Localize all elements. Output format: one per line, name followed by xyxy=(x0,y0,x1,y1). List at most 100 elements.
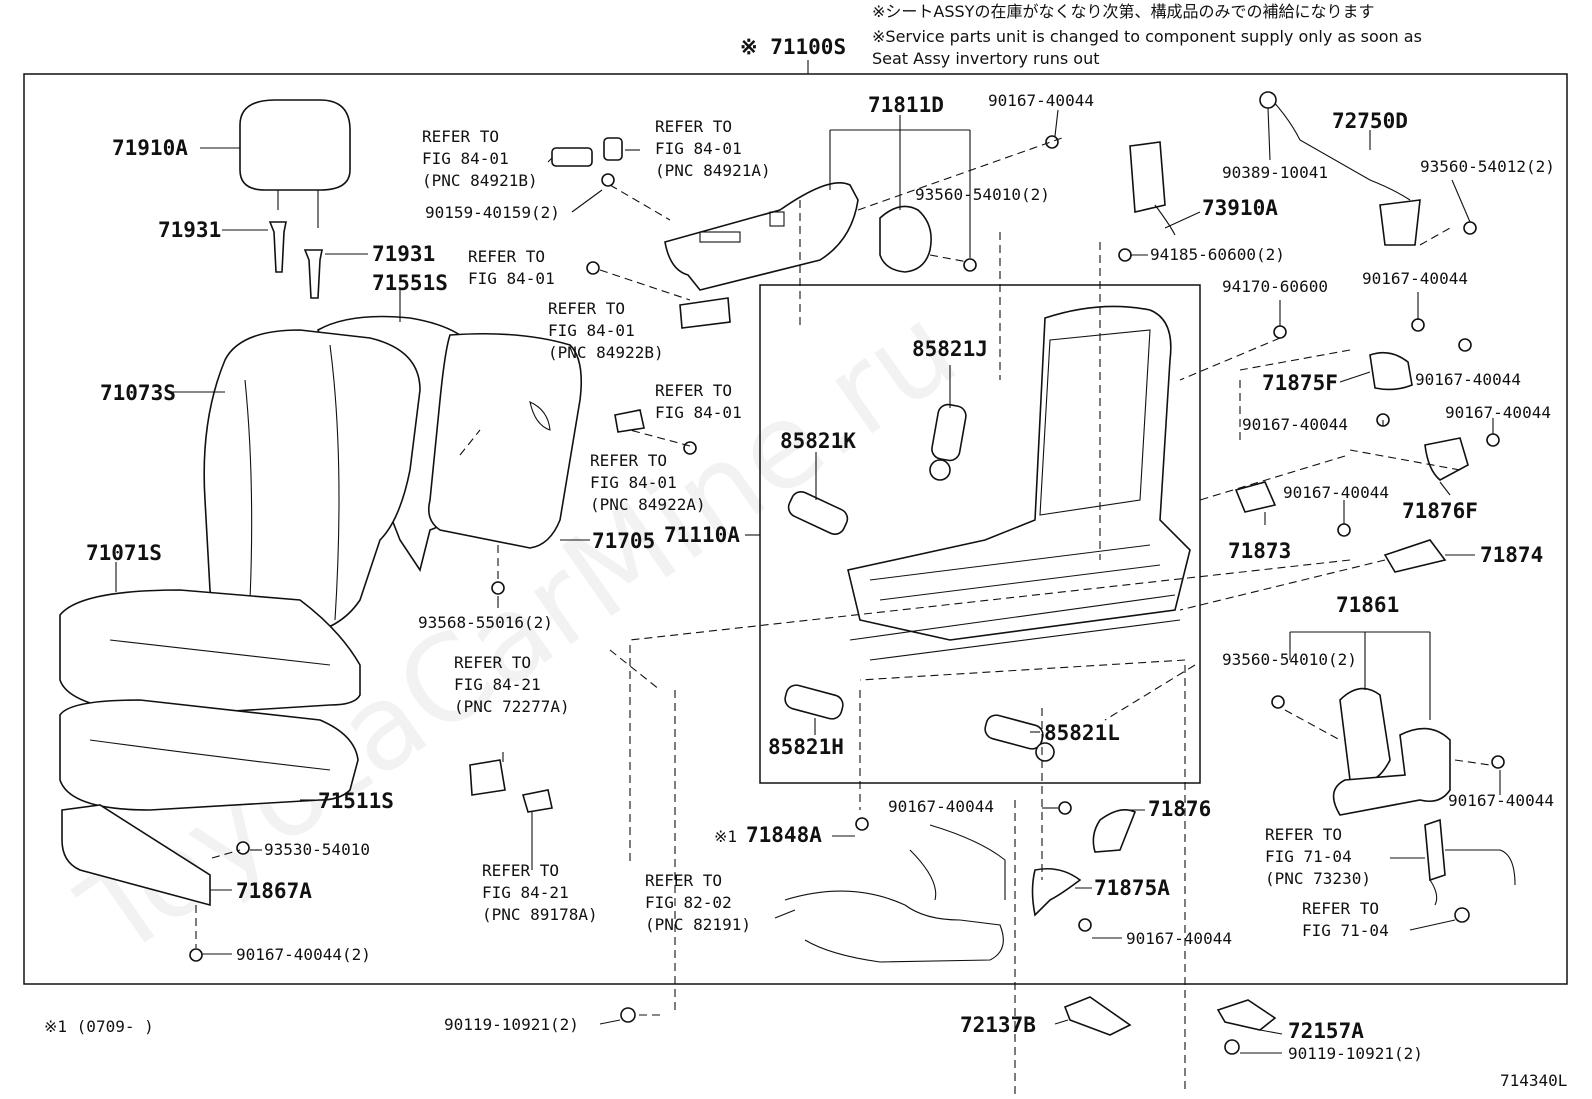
label-90119-10921-l: 90119-10921(2) xyxy=(444,1015,579,1034)
ref-72277A-l2: FIG 84-21 xyxy=(454,675,541,694)
connector-72277A-part xyxy=(469,759,506,796)
assembly-label: ※ 71100S xyxy=(740,35,846,59)
bracket-71875F-part xyxy=(1369,351,1413,391)
label-90167-40044-top: 90167-40044 xyxy=(988,91,1094,110)
ref-84922A-l3: (PNC 84922A) xyxy=(590,495,706,514)
ref-84-01-b-l1: REFER TO xyxy=(655,381,732,400)
ref-89178A-l2: FIG 84-21 xyxy=(482,883,569,902)
label-94170-60600: 94170-60600 xyxy=(1222,277,1328,296)
assembly-frame xyxy=(23,73,1568,985)
label-90167-40044-r6: 90167-40044 xyxy=(1448,791,1554,810)
label-71848A-mark: ※1 xyxy=(714,827,737,846)
label-71875F: 71875F xyxy=(1262,371,1338,395)
label-90167-40044-r5: 90167-40044 xyxy=(1283,483,1389,502)
label-94185-60600: 94185-60600(2) xyxy=(1150,245,1285,264)
label-93530-54010: 93530-54010 xyxy=(264,840,370,859)
cable-part xyxy=(1259,91,1421,246)
label-72750D: 72750D xyxy=(1332,109,1408,133)
label-71551S: 71551S xyxy=(372,271,448,295)
label-71876: 71876 xyxy=(1148,797,1211,821)
side-shield-part xyxy=(664,181,859,291)
label-71875A: 71875A xyxy=(1094,876,1170,900)
ref-84-01-a-l1: REFER TO xyxy=(468,247,545,266)
seat-frame-box xyxy=(759,284,1201,784)
cover-set-71861-part xyxy=(1332,687,1451,816)
ref-84922B-l2: FIG 84-01 xyxy=(548,321,635,340)
bracket-71876-part xyxy=(1092,809,1137,853)
refer-labels: REFER TO FIG 84-01 (PNC 84921B) REFER TO… xyxy=(422,117,1389,940)
label-71861: 71861 xyxy=(1336,593,1399,617)
label-71848A: 71848A xyxy=(746,823,822,847)
label-71910A: 71910A xyxy=(112,136,188,160)
part-labels: 71910A 71931 71931 71551S 71073S 71071S … xyxy=(86,91,1555,1063)
wire-harness-part xyxy=(784,824,1006,963)
label-93560-54012: 93560-54012(2) xyxy=(1420,157,1555,176)
headrest-support-part-b xyxy=(303,249,323,299)
ref-89178A-l3: (PNC 89178A) xyxy=(482,905,598,924)
motor-85821L-part xyxy=(984,714,1055,762)
label-90389-10041: 90389-10041 xyxy=(1222,163,1328,182)
ref-84-01-a-l2: FIG 84-01 xyxy=(468,269,555,288)
label-85821J: 85821J xyxy=(912,337,988,361)
label-71874: 71874 xyxy=(1480,543,1543,567)
cover-72157A-part xyxy=(1216,999,1277,1031)
label-90167-40044-2-bl: 90167-40044(2) xyxy=(236,945,371,964)
seat-switch-a-part xyxy=(603,137,623,161)
footnote: ※1 (0709- ) xyxy=(44,1017,154,1036)
ref-72277A-l3: (PNC 72277A) xyxy=(454,697,570,716)
label-93560-54010-r: 93560-54010(2) xyxy=(1222,650,1357,669)
motor-85821H-part xyxy=(784,684,844,720)
label-85821K: 85821K xyxy=(780,429,856,453)
motor-85821K-part xyxy=(787,491,849,535)
ref-73230-l2: FIG 71-04 xyxy=(1265,847,1352,866)
ref-82191-l3: (PNC 82191) xyxy=(645,915,751,934)
ref-89178A-l1: REFER TO xyxy=(482,861,559,880)
bracket-84922B-part xyxy=(679,297,731,329)
ref-71-04-l1: REFER TO xyxy=(1302,899,1379,918)
bracket-71876F-part xyxy=(1424,437,1469,481)
label-71876F: 71876F xyxy=(1402,499,1478,523)
seatback-cover-part xyxy=(203,329,421,636)
label-85821H: 85821H xyxy=(768,735,844,759)
ref-84921A-l1: REFER TO xyxy=(655,117,732,136)
motor-85821J-part xyxy=(929,403,967,481)
label-71073S: 71073S xyxy=(100,381,176,405)
label-90167-40044-r2: 90167-40044 xyxy=(1415,370,1521,389)
label-90167-40044-c2: 90167-40044 xyxy=(1126,929,1232,948)
note-en-2: Seat Assy invertory runs out xyxy=(872,49,1100,68)
bracket-84922A-part xyxy=(614,409,645,433)
ref-73230-l1: REFER TO xyxy=(1265,825,1342,844)
ref-84922B-l3: (PNC 84922B) xyxy=(548,343,664,362)
ref-84-01-b-l2: FIG 84-01 xyxy=(655,403,742,422)
drawing-number: 714340L xyxy=(1500,1071,1567,1090)
label-73910A: 73910A xyxy=(1202,196,1278,220)
bracket-71875A-part xyxy=(1031,867,1082,917)
label-90167-40044-r3: 90167-40044 xyxy=(1242,415,1348,434)
lumbar-pad-part xyxy=(1129,141,1176,236)
label-90167-40044-r4: 90167-40044 xyxy=(1445,403,1551,422)
ref-84921A-l2: FIG 84-01 xyxy=(655,139,742,158)
label-71071S: 71071S xyxy=(86,541,162,565)
label-72157A: 72157A xyxy=(1288,1019,1364,1043)
headrest-part xyxy=(239,99,351,228)
label-93560-54010-top: 93560-54010(2) xyxy=(915,185,1050,204)
label-71110A: 71110A xyxy=(664,523,740,547)
label-93568-55016: 93568-55016(2) xyxy=(418,613,553,632)
connector-89178A-part xyxy=(521,789,553,813)
label-71511S: 71511S xyxy=(318,789,394,813)
cover-72137B-part xyxy=(1063,996,1132,1036)
label-71873: 71873 xyxy=(1228,539,1291,563)
headrest-support-part-a xyxy=(268,221,287,273)
ref-71-04-l2: FIG 71-04 xyxy=(1302,921,1389,940)
label-90159-40159: 90159-40159(2) xyxy=(425,203,560,222)
ref-72277A-l1: REFER TO xyxy=(454,653,531,672)
dashed-assembly-lines xyxy=(195,137,1491,1095)
ref-84921A-l3: (PNC 84921A) xyxy=(655,161,771,180)
cover-71873-part xyxy=(1234,481,1277,513)
ref-84922A-l2: FIG 84-01 xyxy=(590,473,677,492)
ref-84921B-l1: REFER TO xyxy=(422,127,499,146)
label-71867A: 71867A xyxy=(236,879,312,903)
ref-82191-l1: REFER TO xyxy=(645,871,722,890)
leader-lines xyxy=(115,107,1501,1054)
